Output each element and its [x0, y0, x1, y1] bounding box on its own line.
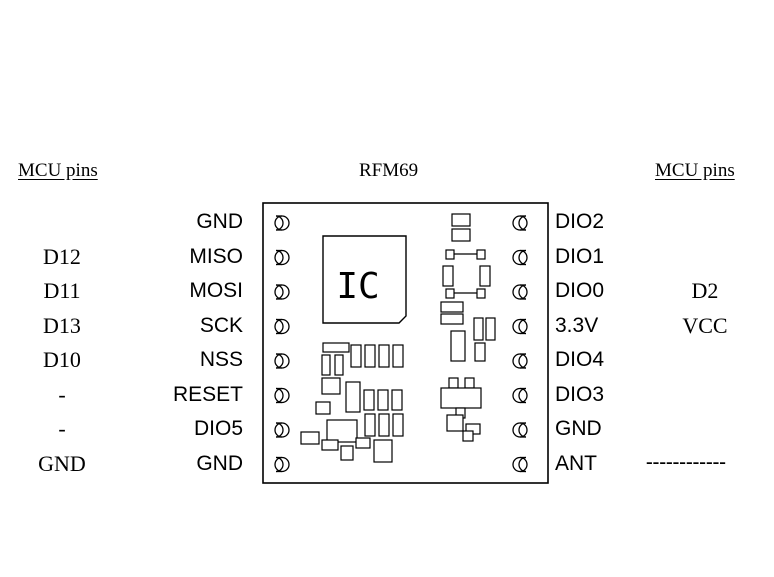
left-mcu-header: MCU pins: [18, 160, 98, 181]
right-pad-icon-2: [512, 284, 528, 300]
module-pin-left-7: GND: [196, 451, 243, 475]
module-pin-left-1: MISO: [189, 244, 243, 268]
left-pad-icon-5: [274, 387, 290, 404]
left-pad-icon-4: [274, 353, 290, 369]
module-pin-left-4: NSS: [199, 348, 243, 371]
module-pin-left-5: RESET: [172, 382, 243, 406]
mcu-left-pin-3: D13: [43, 312, 81, 338]
right-pad-icon-3: [512, 318, 528, 335]
right-pad-icon-0: [512, 215, 528, 231]
left-pad-icon-2: [274, 284, 290, 300]
module-pin-left-0: GND: [196, 210, 243, 233]
right-pad-icon-5: [512, 387, 528, 404]
mcu-left-pin-1: D12: [43, 243, 81, 269]
module-pin-left-2: MOSI: [189, 279, 243, 302]
ic-chip-label: IC: [336, 266, 379, 307]
module-pin-right-5: DIO3: [555, 382, 605, 406]
right-pad-icon-7: [512, 456, 528, 473]
module-pin-right-4: DIO4: [555, 348, 605, 371]
mcu-right-pin-7: ------------: [646, 450, 726, 473]
mcu-right-pin-3: VCC: [682, 312, 728, 338]
left-pad-icon-6: [274, 422, 290, 438]
module-pin-left-6: DIO5: [193, 417, 243, 440]
right-pad-icon-1: [512, 249, 528, 266]
left-pad-icon-7: [274, 456, 290, 473]
left-pad-icon-0: [274, 215, 290, 231]
left-pad-icon-1: [274, 249, 290, 266]
ic-chip: [322, 235, 407, 324]
module-pin-right-2: DIO0: [555, 279, 605, 302]
right-mcu-header: MCU pins: [655, 160, 735, 181]
right-pad-icon-6: [512, 422, 528, 438]
module-pin-right-0: DIO2: [555, 210, 605, 233]
mcu-left-pin-2: D11: [43, 278, 81, 303]
left-pad-icon-3: [274, 318, 290, 335]
mcu-left-pin-4: D10: [43, 347, 81, 372]
module-pin-right-3: 3.3V: [555, 313, 599, 337]
module-title: RFM69: [359, 160, 419, 181]
module-pin-right-1: DIO1: [555, 244, 605, 268]
mcu-left-pin-5: -: [58, 381, 66, 407]
mcu-left-pin-7: GND: [38, 450, 86, 476]
module-pin-right-6: GND: [555, 417, 602, 440]
passive-components: [300, 213, 496, 463]
right-pad-icon-4: [512, 353, 528, 369]
mcu-left-pin-6: -: [58, 416, 66, 441]
mcu-right-pin-2: D2: [691, 278, 719, 303]
module-pin-right-7: ANT: [555, 451, 597, 475]
module-pin-left-3: SCK: [199, 313, 243, 337]
